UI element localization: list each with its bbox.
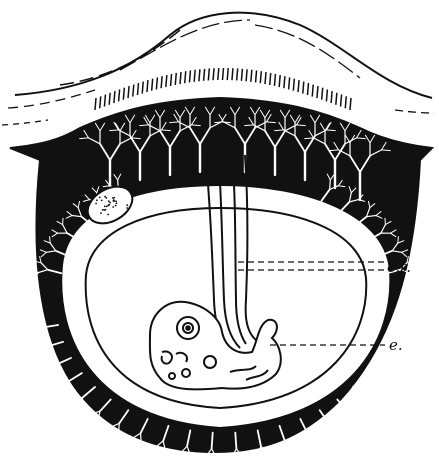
label-ct: c.t. bbox=[387, 258, 411, 276]
label-v: v. bbox=[397, 200, 408, 218]
label-e: e. bbox=[389, 336, 403, 354]
